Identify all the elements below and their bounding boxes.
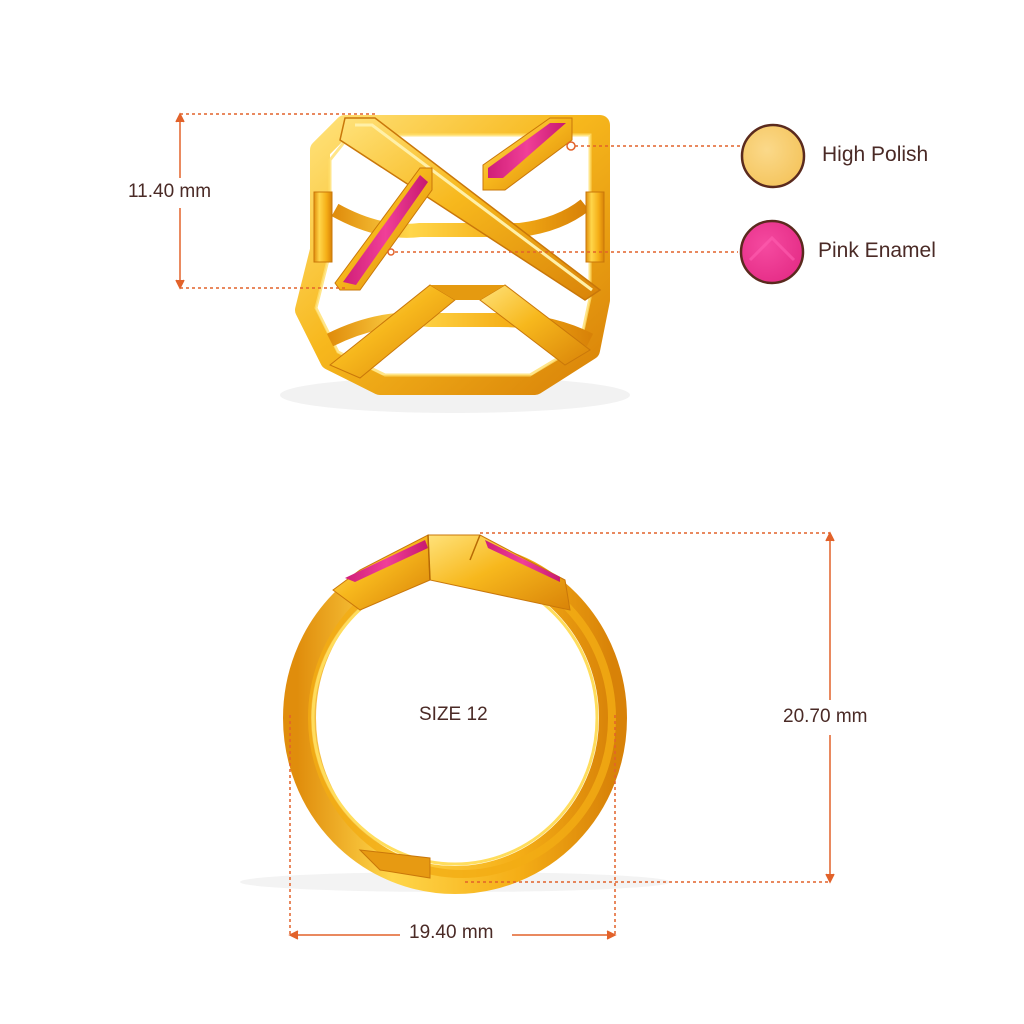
front-height-dimension-label: 20.70 mm xyxy=(783,706,868,727)
legend-label-high-polish: High Polish xyxy=(822,143,929,166)
pink-enamel-swatch-icon xyxy=(739,219,805,285)
ring-size-label: SIZE 12 xyxy=(419,704,488,725)
ring-front-view xyxy=(240,534,670,894)
ring-top-outer-band xyxy=(295,115,610,395)
width-dimension-label: 19.40 mm xyxy=(409,922,494,943)
dimension-lines xyxy=(175,112,835,940)
ring-top-view xyxy=(280,115,630,413)
top-height-dimension-label: 11.40 mm xyxy=(128,181,212,202)
high-polish-swatch-icon xyxy=(740,123,806,189)
legend-label-pink-enamel: Pink Enamel xyxy=(818,239,936,262)
ring-top-gold-bar xyxy=(339,117,602,301)
ring-top-inner-band xyxy=(331,199,590,238)
